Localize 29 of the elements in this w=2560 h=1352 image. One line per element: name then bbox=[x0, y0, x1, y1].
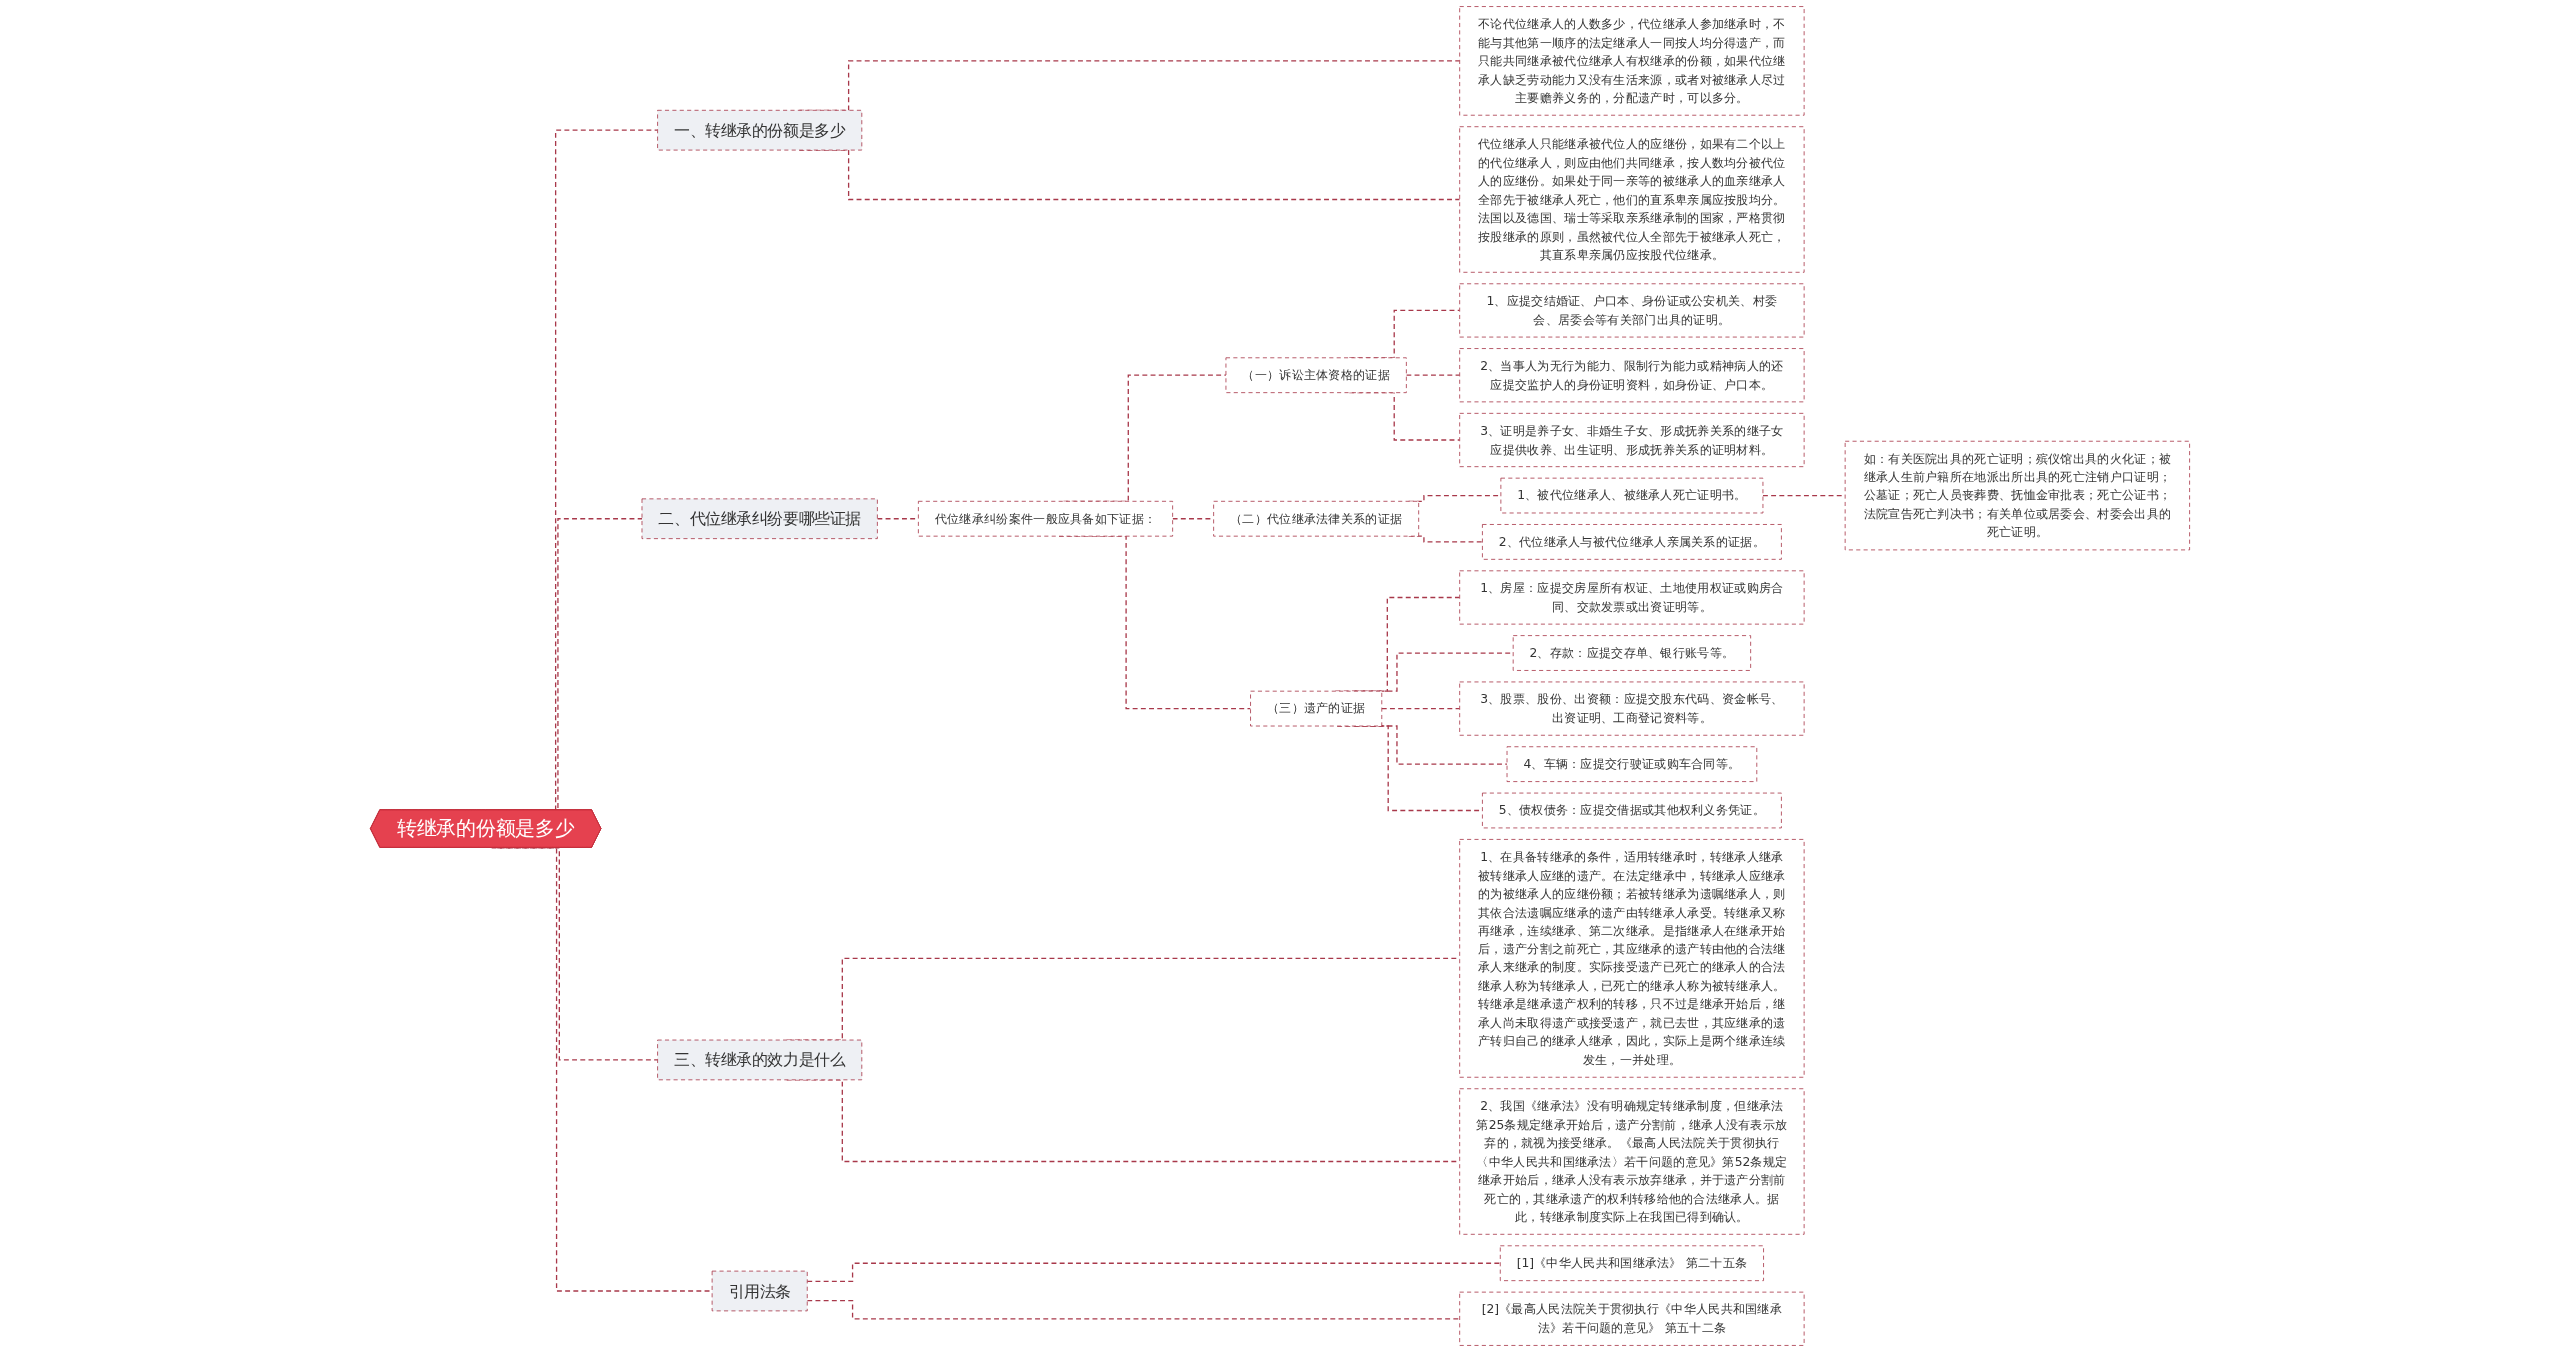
node-box: （三）遗产的证据 bbox=[1250, 690, 1383, 727]
node-box: 1、被代位继承人、被继承人死亡证明书。 bbox=[1500, 477, 1764, 514]
node-box: 3、股票、股份、出资额：应提交股东代码、资金帐号、出资证明、工商登记资料等。 bbox=[1459, 681, 1805, 736]
node-box: 5、债权债务：应提交借据或其他权利义务凭证。 bbox=[1482, 792, 1782, 829]
node-box: [1]《中华人民共和国继承法》 第二十五条 bbox=[1499, 1245, 1764, 1282]
node-box: 代位继承纠纷案件一般应具备如下证据： bbox=[918, 500, 1174, 537]
node-box: 2、存款：应提交存单、银行账号等。 bbox=[1512, 635, 1752, 671]
connector bbox=[1381, 707, 1461, 710]
node-box: 二、代位继承纠纷要哪些证据 bbox=[641, 498, 878, 540]
node-box: 引用法条 bbox=[711, 1270, 808, 1312]
node-box: 如：有关医院出具的死亡证明；殡仪馆出具的火化证；被继承人生前户籍所在地派出所出具的死亡注销户口证明；公墓证；死亡人员丧葬费、抚恤金审批表；死亡公证书；法院宣告死亡判决书；有关单位或居委会、村委会出具的死亡证明。 bbox=[1844, 440, 2190, 551]
node-box: 4、车辆：应提交行驶证或购车合同等。 bbox=[1506, 746, 1758, 782]
node-box: 1、房屋：应提交房屋所有权证、土地使用权证或购房合同、交款发票或出资证明等。 bbox=[1459, 570, 1805, 625]
node-box: 代位继承人只能继承被代位人的应继份，如果有二个以上的代位继承人，则应由他们共同继承，按人数均分被代位人的应继份。如果处于同一亲等的被继承人的血亲继承人全部先于被继承人死亡，他们的直系卑亲属应按股均分。法国以及德国、瑞士等采取亲系继承制的国家，严格贯彻按股继承的原则，虽然被代位人全部先于被继承人死亡，其直系卑亲属仍应按股代位继承。 bbox=[1459, 126, 1805, 273]
connector bbox=[806, 1262, 1501, 1283]
node-box: 1、应提交结婚证、户口本、身份证或公安机关、村委会、居委会等有关部门出具的证明。 bbox=[1459, 283, 1805, 338]
node-box: （一）诉讼主体资格的证据 bbox=[1225, 357, 1407, 394]
connector bbox=[1405, 374, 1461, 376]
node-box: 不论代位继承人的人数多少，代位继承人参加继承时，不能与其他第一顺序的法定继承人一同按人均分得遗产，而只能共同继承被代位继承人有权继承的份额，如果代位继承人缺乏劳动能力又没有生活来源，或者对被继承人尽过主要赡养义务的，分配遗产时，可以多分。 bbox=[1459, 6, 1805, 116]
node-box: 2、我国《继承法》没有明确规定转继承制度，但继承法第25条规定继承开始后，遗产分割前，继承人没有表示放弃的，就视为接受继承。《最高人民法院关于贯彻执行〈中华人民共和国继承法〉若干问题的意见》第52条规定继承开始后，继承人没有表示放弃继承，并于遗产分割前死亡的，其继承遗产的权利转移给他的合法继承人。据此，转继承制度实际上在我国已得到确认。 bbox=[1459, 1088, 1805, 1235]
node-box: 1、在具备转继承的条件，适用转继承时，转继承人继承被转继承人应继的遗产。在法定继承中，转继承人应继承的为被继承人的应继份额；若被转继承为遗嘱继承人，则其依合法遗嘱应继承的遗产由转继承人承受。转继承又称再继承，连续继承、第二次继承。是指继承人在继承开始后，遗产分割之前死亡，其应继承的遗产转由他的合法继承人来继承的制度。实际接受遗产已死亡的继承人的合法继承人称为转继承人，已死亡的继承人称为被转继承人。转继承是继承遗产权利的转移，只不过是继承开始后，继承人尚未取得遗产或接受遗产，就已去世，其应继承的遗产转归自己的继承人继承，因此，实际上是两个继承连续发生，一并处理。 bbox=[1459, 839, 1805, 1078]
node-box: [2]《最高人民法院关于贯彻执行《中华人民共和国继承法》若干问题的意见》 第五十二条 bbox=[1459, 1291, 1805, 1346]
node-box: 一、转继承的份额是多少 bbox=[657, 109, 863, 151]
node-box: 三、转继承的效力是什么 bbox=[657, 1039, 863, 1081]
node-box: 3、证明是养子女、非婚生子女、形成抚养关系的继子女应提供收养、出生证明、形成抚养关系的证明材料。 bbox=[1459, 412, 1805, 468]
node-box: （二）代位继承法律关系的证据 bbox=[1213, 500, 1420, 537]
node-box: 2、代位继承人与被代位继承人亲属关系的证据。 bbox=[1482, 524, 1782, 560]
node-box: 2、当事人为无行为能力、限制行为能力或精神病人的还应提交监护人的身份证明资料，如身份证、户口本。 bbox=[1459, 348, 1805, 403]
connector bbox=[806, 1299, 1461, 1320]
